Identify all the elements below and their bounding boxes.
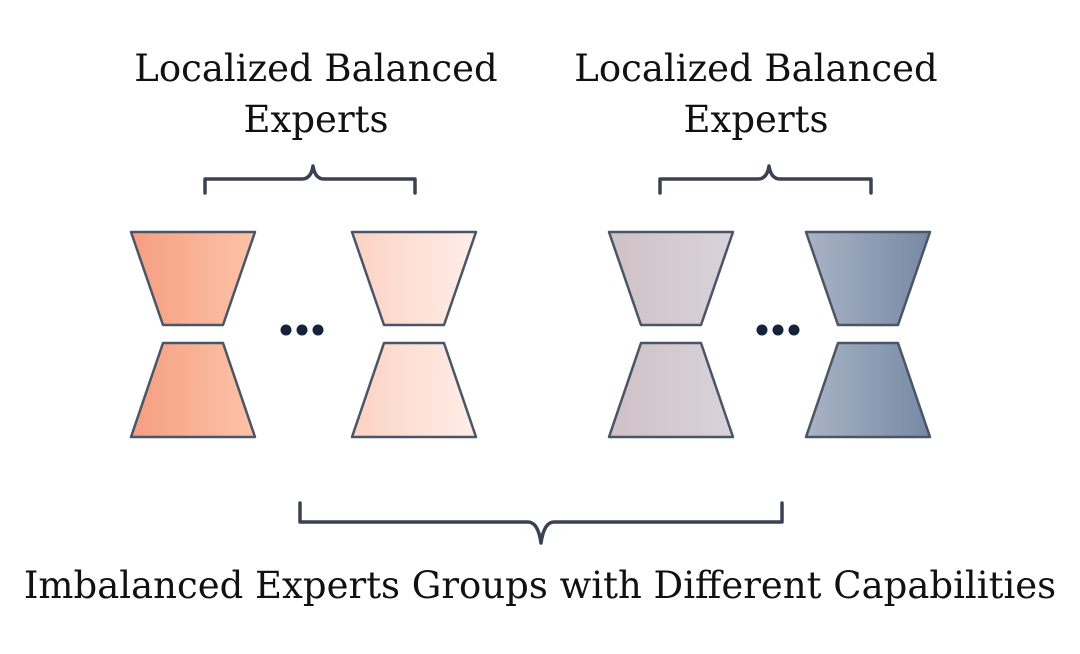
group-1-ellipsis	[280, 324, 324, 336]
bottom-label: Imbalanced Experts Groups with Different…	[24, 564, 1056, 607]
expert-2-1-decoder	[607, 341, 735, 439]
group-2-ellipsis	[756, 324, 800, 336]
ellipsis-dot	[772, 324, 784, 336]
expert-2-2	[804, 230, 932, 439]
bottom-brace	[298, 501, 784, 545]
ellipsis-dot	[788, 324, 800, 336]
expert-1-1	[129, 230, 257, 439]
expert-group-2: Localized Balanced Experts	[574, 47, 938, 439]
expert-2-2-encoder	[804, 230, 932, 327]
ellipsis-dot	[312, 324, 324, 336]
expert-1-2-encoder	[350, 230, 478, 327]
ellipsis-dot	[756, 324, 768, 336]
expert-2-1	[607, 230, 735, 439]
expert-2-2-decoder	[804, 341, 932, 439]
expert-1-1-encoder	[129, 230, 257, 327]
group-1-label-line1: Localized Balanced	[134, 47, 497, 90]
expert-1-2-decoder	[350, 341, 478, 439]
group-1-label-line2: Experts	[243, 98, 388, 141]
expert-2-1-encoder	[607, 230, 735, 327]
expert-1-1-decoder	[129, 341, 257, 439]
expert-group-1: Localized Balanced Experts	[129, 47, 498, 439]
expert-1-2	[350, 230, 478, 439]
group-2-label-line1: Localized Balanced	[574, 47, 937, 90]
ellipsis-dot	[280, 324, 292, 336]
group-1-brace	[203, 164, 417, 195]
ellipsis-dot	[296, 324, 308, 336]
group-2-label-line2: Experts	[683, 98, 828, 141]
group-2-brace	[658, 164, 873, 195]
